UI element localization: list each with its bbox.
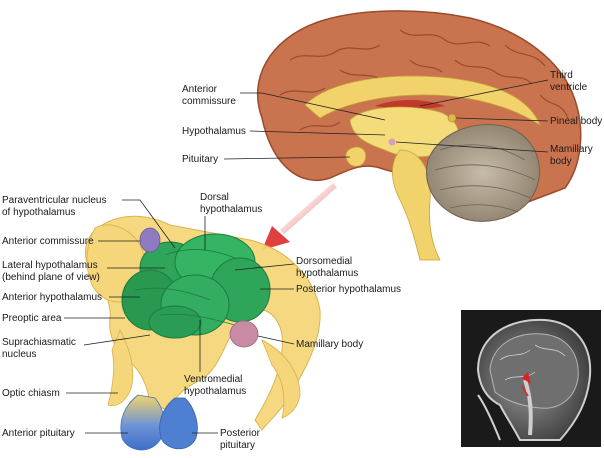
leader-hypothalamus <box>249 130 386 136</box>
label-suprachiasmatic-2: nucleus <box>2 349 36 360</box>
label-hypothalamus: Hypothalamus <box>182 126 246 137</box>
leader-mamillary-body-detail <box>257 335 295 345</box>
mri-inset <box>461 310 601 447</box>
mamillary-body-shape <box>229 320 259 348</box>
label-pituitary: Pituitary <box>182 154 218 165</box>
label-anterior-commissure-1: Anterior <box>182 84 218 95</box>
label-dorsomedial-2: hypothalamus <box>296 268 358 279</box>
label-mamillary-body-1: Mamillary <box>550 144 593 155</box>
label-mamillary-body-detail: Mamillary body <box>296 339 363 350</box>
label-mamillary-body-2: body <box>550 156 572 167</box>
nucleus-suprachiasmatic <box>148 305 202 339</box>
label-paraventricular-1: Paraventricular nucleus <box>2 195 107 206</box>
mri-brain <box>489 333 579 409</box>
posterior-pituitary-shape <box>159 397 198 450</box>
label-dorsomedial-1: Dorsomedial <box>296 256 352 267</box>
label-preoptic-area: Preoptic area <box>2 313 62 324</box>
detail-labels: Paraventricular nucleus of hypothalamus … <box>2 192 401 451</box>
label-posterior-pituitary-1: Posterior <box>220 428 261 439</box>
brain-sagittal-illustration <box>257 10 582 261</box>
leader-pituitary <box>223 156 351 160</box>
mri-face-profile <box>477 394 501 441</box>
leader-paraventricular <box>122 199 176 249</box>
label-paraventricular-2: of hypothalamus <box>2 207 75 218</box>
hypothalamus-detail-illustration <box>84 215 321 451</box>
label-ventromedial-1: Ventromedial <box>184 374 242 385</box>
leader-suprachiasmatic <box>83 334 151 346</box>
cerebellum-folia <box>434 144 536 213</box>
corpus-callosum <box>304 75 541 127</box>
leader-mamillary-body <box>395 141 549 153</box>
label-third-ventricle-1: Third <box>550 70 573 81</box>
label-pineal-body: Pineal body <box>550 116 602 127</box>
leader-anterior-commissure <box>240 92 386 121</box>
pineal-body-shape <box>447 113 457 123</box>
label-anterior-commissure-detail: Anterior commissure <box>2 236 94 247</box>
label-ventromedial-2: hypothalamus <box>184 386 246 397</box>
leader-dorsomedial <box>234 263 295 271</box>
mamillary-body-small <box>388 138 396 146</box>
paraventricular-nucleus-shape <box>139 227 161 253</box>
label-suprachiasmatic-1: Suprachiasmatic <box>2 337 76 348</box>
hypothalamic-nuclei <box>121 233 271 339</box>
label-posterior-pituitary-2: pituitary <box>220 440 255 451</box>
anterior-pituitary-shape <box>120 394 165 451</box>
label-dorsal-hypothalamus-1: Dorsal <box>200 192 229 203</box>
leader-pineal-body <box>455 117 549 122</box>
cortex-gyri <box>279 29 569 131</box>
cerebellum <box>426 124 540 222</box>
label-anterior-pituitary: Anterior pituitary <box>2 428 75 439</box>
mri-gyri <box>499 344 566 381</box>
zoom-arrow-head <box>262 226 290 250</box>
detail-optic-stalk <box>107 329 134 407</box>
mri-red-marker <box>522 372 531 384</box>
label-optic-chiasm: Optic chiasm <box>2 388 60 399</box>
label-lateral-hypothalamus-2: (behind plane of view) <box>2 272 100 283</box>
pituitary-small <box>345 146 367 167</box>
zoom-arrow <box>262 182 337 250</box>
detail-mamillary-stalk <box>261 339 301 419</box>
label-lateral-hypothalamus-1: Lateral hypothalamus <box>2 260 98 271</box>
label-anterior-commissure-2: commissure <box>182 96 236 107</box>
mri-red-dash <box>521 385 529 397</box>
label-posterior-hypothalamus: Posterior hypothalamus <box>296 284 401 295</box>
label-third-ventricle-2: ventricle <box>550 82 588 93</box>
zoom-arrow-shaft <box>280 182 337 235</box>
brain-labels: Anterior commissure Hypothalamus Pituita… <box>182 70 602 167</box>
mri-brainstem <box>523 379 533 436</box>
leader-third-ventricle <box>419 79 549 107</box>
third-ventricle <box>375 100 445 109</box>
label-dorsal-hypothalamus-2: hypothalamus <box>200 204 262 215</box>
label-anterior-hypothalamus: Anterior hypothalamus <box>2 292 102 303</box>
